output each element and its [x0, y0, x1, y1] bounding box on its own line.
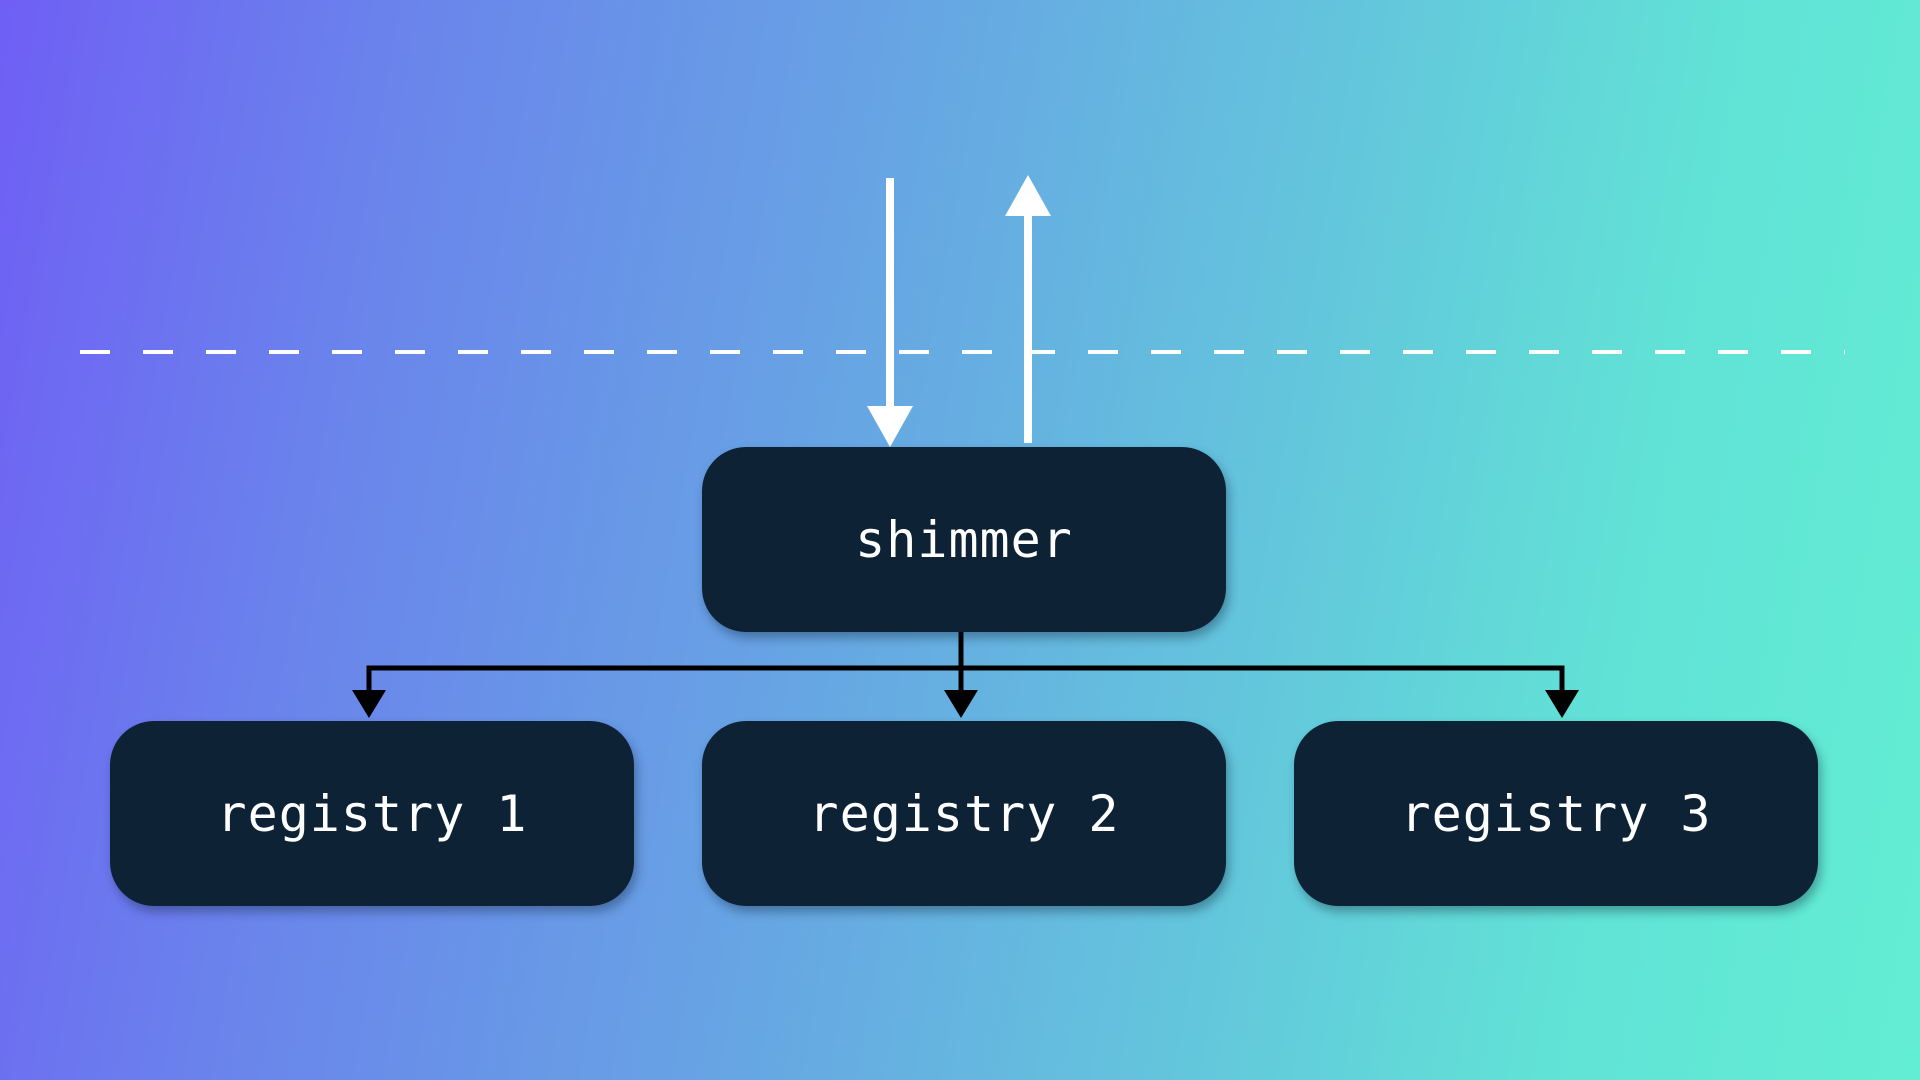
outgoing-arrow: [1005, 175, 1051, 443]
registry-1-node: registry 1: [110, 721, 634, 906]
registry-3-node: registry 3: [1294, 721, 1818, 906]
fanout-arrowheads: [352, 690, 1579, 718]
shimmer-node: shimmer: [702, 447, 1226, 632]
registry-1-label: registry 1: [216, 784, 528, 843]
fanout-connectors: [366, 632, 1565, 695]
arrowhead-registry-3: [1545, 690, 1579, 718]
registry-3-label: registry 3: [1400, 784, 1712, 843]
registry-2-label: registry 2: [808, 784, 1120, 843]
arrowhead-registry-1: [352, 690, 386, 718]
incoming-arrow: [867, 178, 913, 447]
shimmer-label: shimmer: [855, 510, 1073, 569]
registry-2-node: registry 2: [702, 721, 1226, 906]
arrowhead-registry-2: [944, 690, 978, 718]
